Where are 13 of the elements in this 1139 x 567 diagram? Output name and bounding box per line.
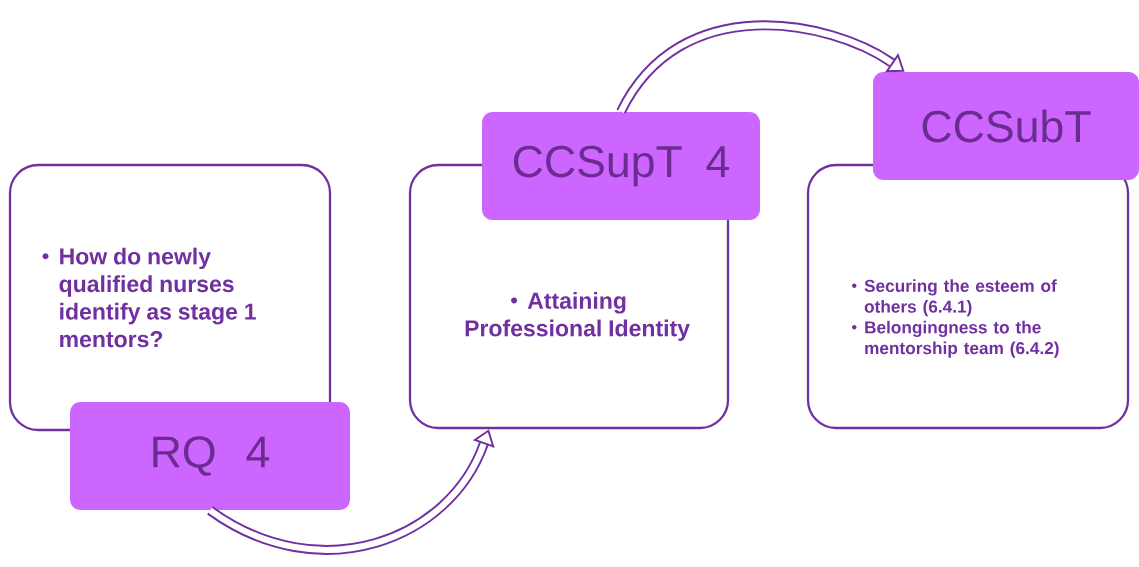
bullet-text: How do newly qualified nurses identify as stage 1 mentors?	[42, 247, 256, 348]
tab-text: CCSupT 4	[513, 145, 729, 187]
text-box	[8, 163, 332, 432]
tab-label	[873, 72, 1139, 180]
bullet-text: Attaining Professional Identity	[465, 292, 690, 341]
curved-arrow	[616, 20, 905, 115]
tab-label	[482, 112, 760, 220]
tab-text: RQ 4	[153, 436, 269, 476]
tab-label	[70, 402, 350, 510]
bullet-text: Securing the esteem of others (6.4.1) Belongingness to the mentorship team (6.4.2)	[852, 279, 1059, 358]
curved-arrow	[207, 429, 495, 555]
text-box	[806, 163, 1130, 430]
tab-text: CCSubT	[922, 109, 1091, 143]
